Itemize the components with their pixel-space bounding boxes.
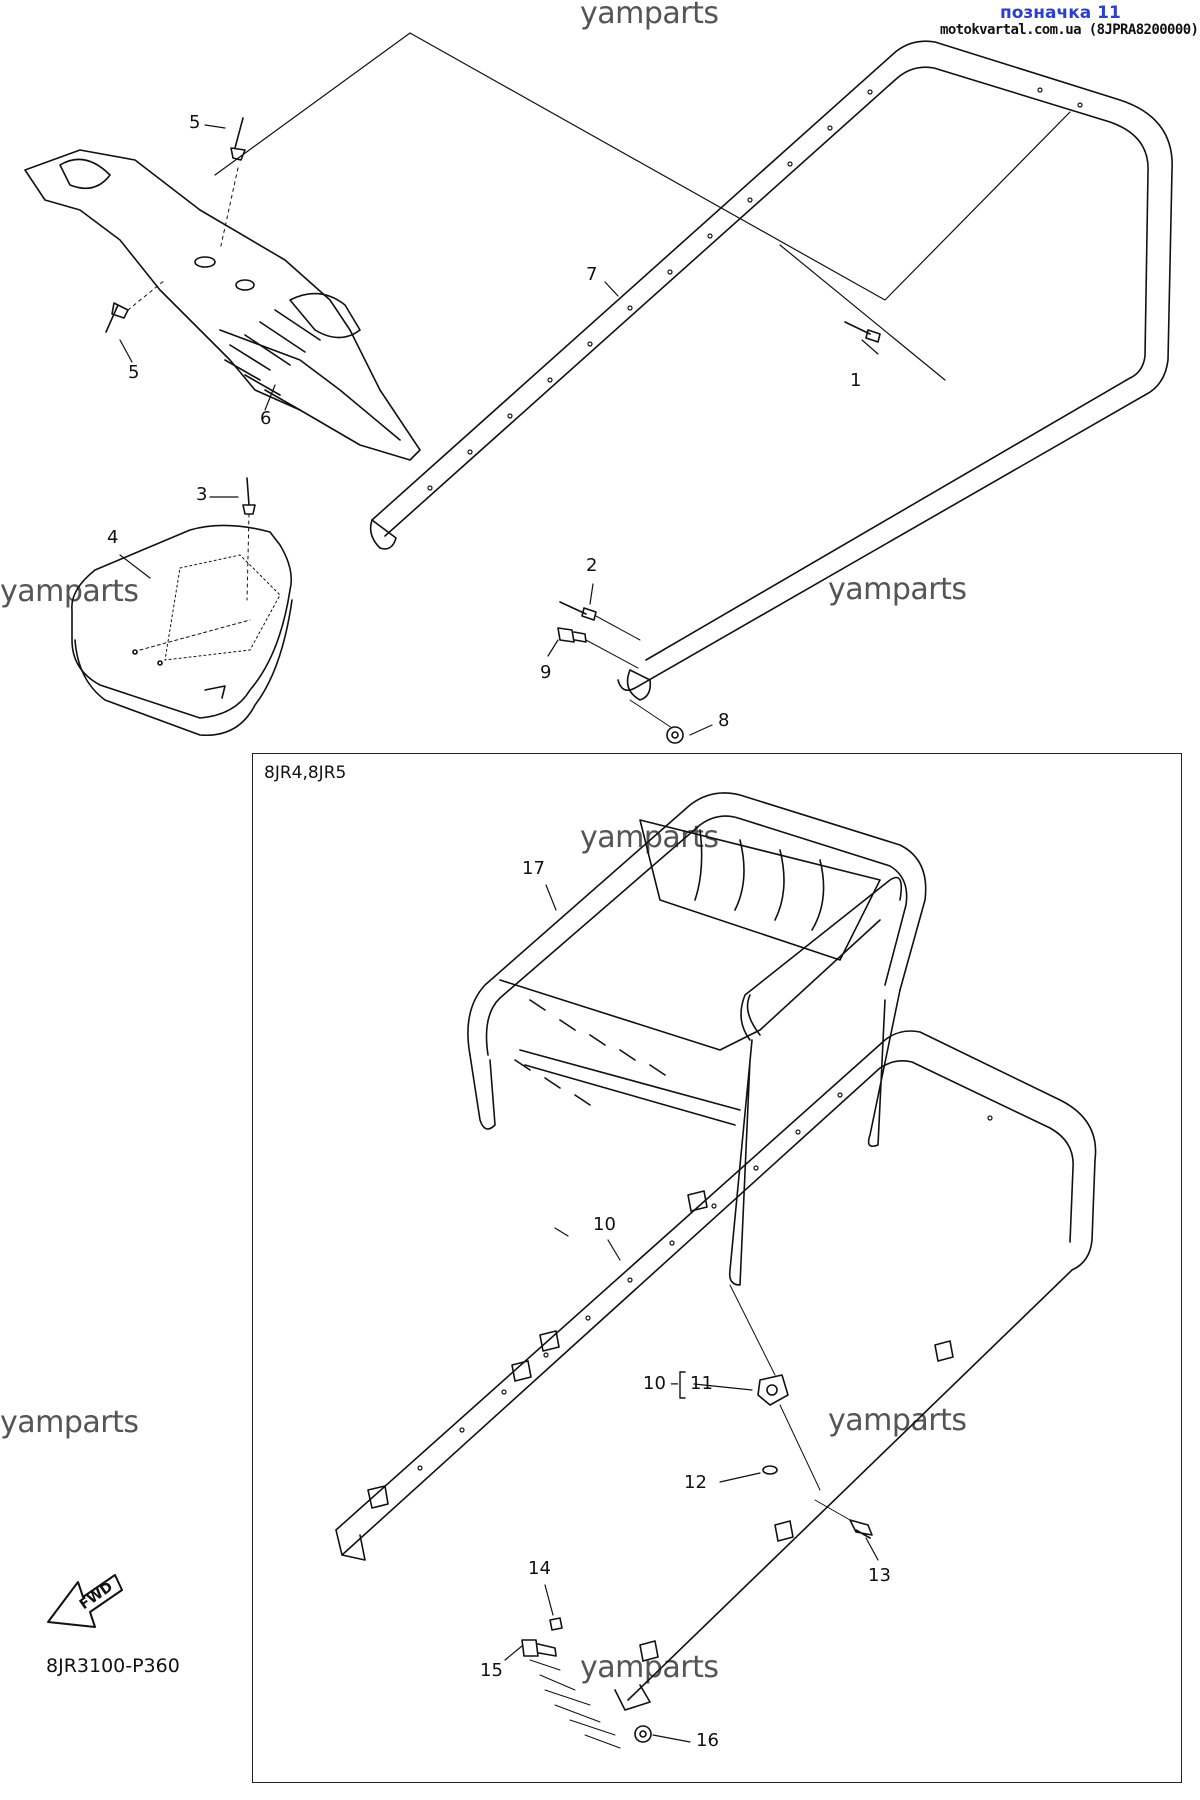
rear-basket [467, 792, 927, 1286]
variant-label: 8JR4,8JR5 [264, 763, 347, 783]
screw-14 [549, 1617, 563, 1631]
callout-1: 1 [850, 370, 862, 391]
callout-12: 12 [684, 1472, 707, 1493]
callout-14: 14 [528, 1558, 551, 1579]
damper-11 [757, 1374, 789, 1406]
callout-9: 9 [540, 662, 552, 683]
callout-15: 15 [480, 1660, 503, 1681]
nut-16 [634, 1725, 652, 1743]
watermark: yamparts [828, 1403, 967, 1438]
diagram-code: 8JR3100-P360 [46, 1655, 180, 1677]
callout-16: 16 [696, 1730, 719, 1751]
watermark: yamparts [828, 572, 967, 607]
nut-8 [666, 726, 684, 744]
variant-inset-frame [252, 753, 1182, 1783]
bolt-15 [521, 1639, 557, 1657]
bolt-5-top [230, 117, 246, 161]
badge-label: позначка 11 [1000, 3, 1121, 23]
callout-3: 3 [196, 484, 208, 505]
screw-3 [242, 477, 256, 515]
forward-arrow-icon [47, 1574, 123, 1628]
callout-13: 13 [868, 1565, 891, 1586]
bolt-9 [557, 627, 587, 643]
dash-separator: – [670, 1373, 679, 1394]
callout-10: 10 [593, 1214, 616, 1235]
bolt-13 [849, 1519, 873, 1539]
bolt-5-bottom [105, 302, 129, 333]
washer-12 [762, 1465, 778, 1475]
lower-rack-rail [335, 1030, 1097, 1711]
seat-pad [71, 524, 293, 737]
watermark: yamparts [0, 1405, 139, 1440]
callout-17: 17 [522, 858, 545, 879]
mud-guard-plate [24, 149, 421, 461]
watermark: yamparts [0, 574, 139, 609]
callout-7: 7 [586, 264, 598, 285]
pin-1 [844, 321, 881, 343]
pin-2 [559, 601, 597, 621]
callout-5-bottom: 5 [128, 362, 140, 383]
watermark: yamparts [580, 820, 719, 855]
callout-6: 6 [260, 408, 272, 429]
callout-5-top: 5 [189, 112, 201, 133]
callout-8: 8 [718, 710, 730, 731]
callout-10-kit: 10 [643, 1373, 666, 1394]
source-label: motokvartal.com.ua (8JPRA8200000) [940, 22, 1199, 38]
upper-rack-rail [369, 40, 1173, 701]
watermark: yamparts [580, 0, 719, 31]
callout-11: 11 [690, 1373, 713, 1394]
callout-4: 4 [107, 527, 119, 548]
callout-2: 2 [586, 555, 598, 576]
